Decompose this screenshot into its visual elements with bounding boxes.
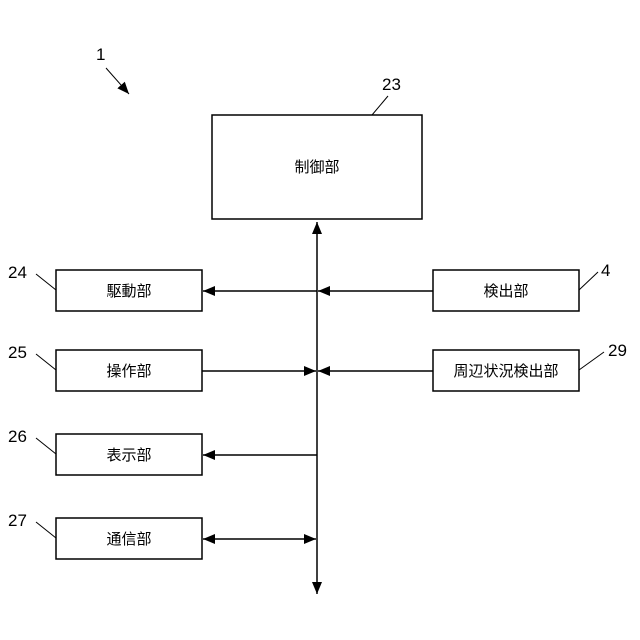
figure-pointer-arrow xyxy=(106,68,129,94)
surroundings-detection-block-ref: 29 xyxy=(608,341,627,360)
detection-block-ref: 4 xyxy=(601,261,610,280)
detection-block-leader xyxy=(579,272,598,290)
communication-block-ref: 27 xyxy=(8,511,27,530)
operation-block-leader xyxy=(36,354,56,370)
surroundings-detection-block: 周辺状況検出部 xyxy=(433,350,579,391)
control-block: 制御部 xyxy=(212,115,422,219)
detection-block: 検出部 xyxy=(433,270,579,311)
control-block-leader xyxy=(372,96,388,115)
communication-block-label: 通信部 xyxy=(106,530,151,548)
operation-block-ref: 25 xyxy=(8,343,27,362)
communication-block-leader xyxy=(36,522,56,538)
display-block-label: 表示部 xyxy=(106,446,151,464)
operation-block-label: 操作部 xyxy=(106,362,151,380)
display-block: 表示部 xyxy=(56,434,202,475)
drive-block: 駆動部 xyxy=(56,270,202,311)
surroundings-detection-block-label: 周辺状況検出部 xyxy=(453,362,558,380)
drive-block-ref: 24 xyxy=(8,263,27,282)
detection-block-label: 検出部 xyxy=(483,282,528,300)
display-block-ref: 26 xyxy=(8,427,27,446)
control-block-label: 制御部 xyxy=(294,158,339,176)
communication-block: 通信部 xyxy=(56,518,202,559)
surroundings-detection-block-leader xyxy=(579,352,604,370)
control-block-ref: 23 xyxy=(382,75,401,94)
operation-block: 操作部 xyxy=(56,350,202,391)
figure-number: 1 xyxy=(96,45,105,64)
display-block-leader xyxy=(36,438,56,454)
drive-block-leader xyxy=(36,274,56,290)
drive-block-label: 駆動部 xyxy=(106,282,151,300)
